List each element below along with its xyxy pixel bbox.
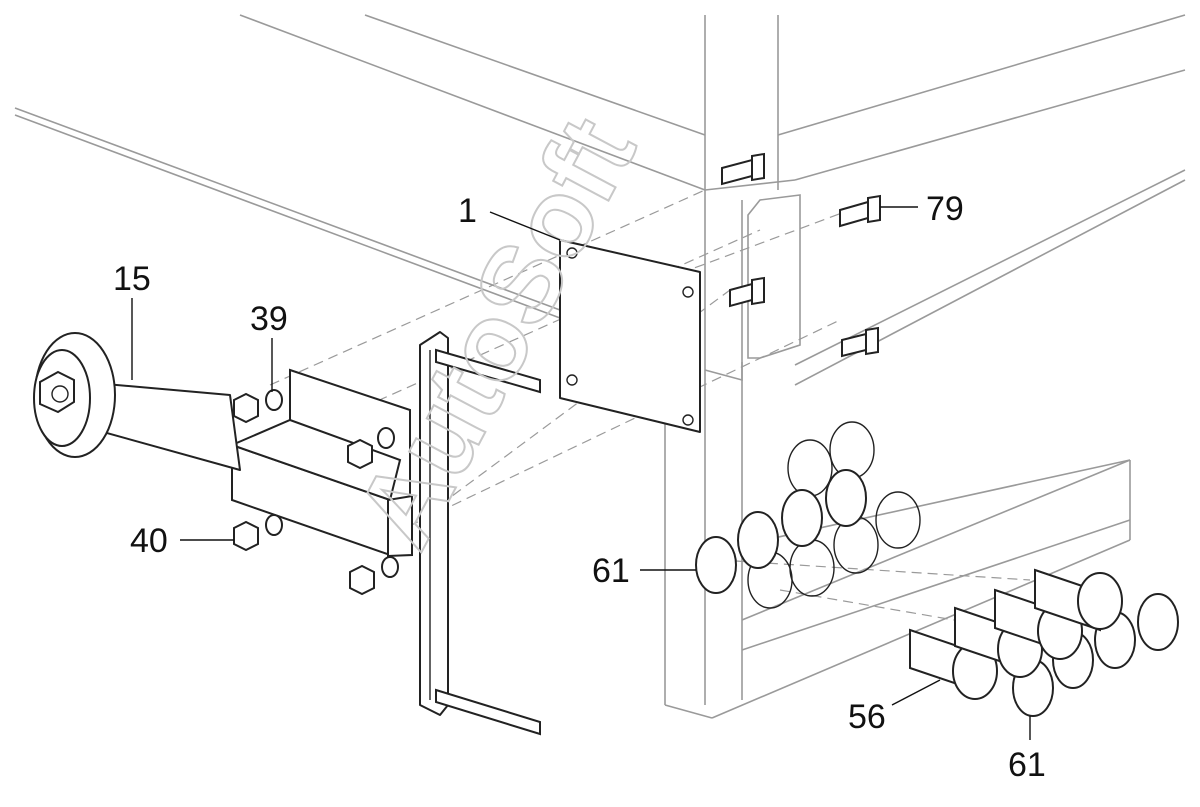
- callout-79: 79: [926, 190, 964, 228]
- fasteners-39-40: [233, 389, 399, 596]
- leader-lines: [131, 206, 1031, 740]
- roller-arm: [33, 332, 241, 471]
- handle-frame: [419, 331, 541, 736]
- mounting-plate: [559, 239, 701, 433]
- callout-1: 1: [458, 192, 477, 230]
- callout-40: 40: [130, 522, 168, 560]
- couplings: [909, 568, 1123, 700]
- bolts: [721, 152, 881, 358]
- callout-56: 56: [848, 698, 886, 736]
- callout-39: 39: [250, 300, 288, 338]
- callout-61-bottom: 61: [1008, 746, 1046, 784]
- callout-61-left: 61: [592, 552, 630, 590]
- callout-15: 15: [113, 260, 151, 298]
